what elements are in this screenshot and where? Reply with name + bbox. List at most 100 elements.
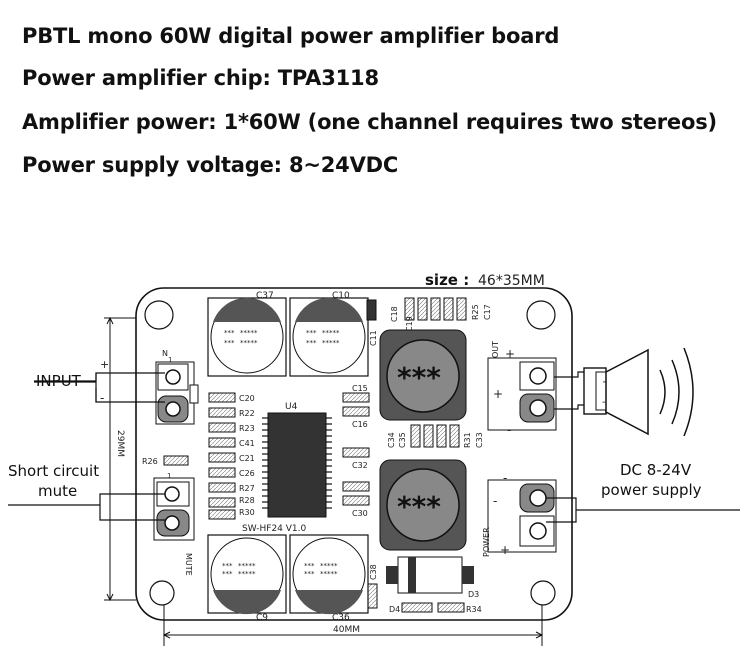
svg-text:*****: ***** [320,562,338,570]
svg-text:R23: R23 [239,424,255,433]
inductor-bottom: *** [379,459,467,551]
inductor-top: *** [379,329,467,421]
dc-label-line1: DC 8-24V [620,461,692,479]
svg-text:R31: R31 [463,432,472,448]
mount-hole-br [530,580,556,606]
size-label: size : [425,271,469,289]
svg-text:OUT: OUT [491,341,500,358]
short-label-line1: Short circuit [8,462,99,480]
smd-top-group: C18 C19 R25 C17 C11 [366,297,492,346]
svg-text:C15: C15 [352,384,368,393]
svg-text:U4: U4 [285,402,298,412]
input-minus: - [100,391,104,405]
chip-u4: U4 [262,402,332,518]
svg-text:-: - [602,397,606,408]
svg-text:C35: C35 [398,432,407,448]
svg-text:C20: C20 [239,394,255,403]
svg-text:***: *** [304,570,315,578]
spec-voltage: Power supply voltage: 8~24VDC [22,153,399,177]
svg-text:*****: ***** [238,570,256,578]
svg-text:+: + [500,543,510,557]
input-label: INPUT [36,372,82,390]
svg-text:POWER: POWER [482,527,491,557]
input-plus: + [100,358,109,371]
speaker-icon: + - [554,347,694,437]
svg-text:D3: D3 [468,590,479,599]
mute-wires [8,493,165,521]
svg-text:***: *** [306,339,317,347]
svg-text:C11: C11 [369,330,378,346]
svg-text:R28: R28 [239,496,255,505]
svg-text:***: *** [306,329,317,337]
svg-text:-: - [503,471,507,485]
svg-text:C37: C37 [256,291,274,301]
svg-text:C36: C36 [332,613,350,623]
svg-text:1: 1 [168,356,172,364]
svg-text:C26: C26 [239,469,255,478]
svg-text:*****: ***** [320,570,338,578]
svg-text:C17: C17 [483,304,492,320]
svg-text:*****: ***** [240,329,258,337]
svg-text:*****: ***** [322,329,340,337]
input-connector: N 1 [155,349,199,425]
power-wires [546,497,740,523]
dimension-width [162,605,544,646]
board-model: SW-HF24 V1.0 [242,524,306,534]
svg-text:C21: C21 [239,454,255,463]
svg-text:C16: C16 [352,420,368,429]
svg-text:*****: ***** [322,339,340,347]
svg-text:R30: R30 [239,508,255,517]
smd-mid-column: C15 C16 C32 C30 [342,384,370,518]
capacitor-c36: *** ***** *** ***** C36 [289,534,369,623]
smd-mid-right: C34 C35 R31 C33 [387,424,484,448]
capacitor-c37: *** ***** *** ***** C37 [207,291,287,377]
dimension-height [104,316,136,602]
svg-text:D4: D4 [389,605,400,614]
svg-text:N: N [162,349,168,358]
svg-text:R22: R22 [239,409,255,418]
svg-text:***: *** [304,562,315,570]
spec-power: Amplifier power: 1*60W (one channel requ… [22,110,717,134]
spec-chip: Power amplifier chip: TPA3118 [22,66,379,90]
svg-text:***: *** [222,570,233,578]
svg-text:C9: C9 [256,613,268,623]
mount-hole-tl [144,300,174,330]
svg-text:***: *** [222,562,233,570]
svg-text:***: *** [224,339,235,347]
dc-label-line2: power supply [601,481,702,499]
svg-text:***: *** [224,329,235,337]
svg-text:R25: R25 [471,304,480,320]
input-wires [34,372,165,403]
power-connector: - - POWER + [482,471,557,557]
mount-hole-tr [526,300,556,330]
svg-text:***: *** [397,361,441,394]
mute-connector: 1 MUTE [153,472,195,576]
svg-text:C34: C34 [387,432,396,448]
dimension-width-label: 40MM [333,625,360,635]
svg-text:C10: C10 [332,291,350,301]
svg-text:C19: C19 [405,316,414,332]
svg-text:C18: C18 [390,306,399,322]
short-label-line2: mute [38,482,77,500]
svg-text:R34: R34 [466,605,482,614]
svg-text:C32: C32 [352,461,368,470]
svg-text:C38: C38 [369,564,378,580]
svg-text:C33: C33 [475,432,484,448]
smd-bottom-group: C38 D3 D4 R34 [367,556,482,614]
smd-left-column: C20 R22 R23 C41 C21 C26 R27 R28 R30 R26 [142,392,255,520]
capacitor-c9: *** ***** *** ***** C9 [207,534,287,623]
svg-text:*****: ***** [238,562,256,570]
mount-hole-bl [149,580,175,606]
dimension-height-label: 29MM [115,430,125,457]
svg-text:R27: R27 [239,484,255,493]
svg-text:-: - [493,494,497,508]
svg-text:*****: ***** [240,339,258,347]
svg-text:R26: R26 [142,457,158,466]
svg-text:+: + [505,347,515,361]
capacitor-c10: *** ***** *** ***** C10 [289,291,369,377]
svg-text:C30: C30 [352,509,368,518]
svg-text:+: + [493,387,503,401]
svg-text:C41: C41 [239,439,255,448]
svg-text:MUTE: MUTE [184,553,193,576]
